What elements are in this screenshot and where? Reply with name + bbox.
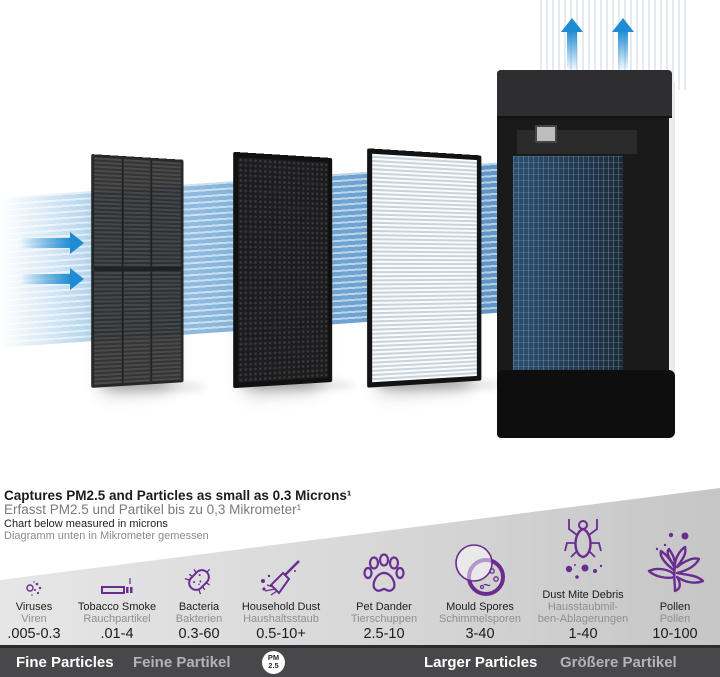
particle-name-de: Haushaltsstaub <box>243 613 319 625</box>
filter-shadow <box>95 382 205 392</box>
particle-size-range: 0.5-10+ <box>256 626 306 642</box>
pm-badge-top: PM <box>267 653 280 662</box>
purifier-display <box>535 125 557 143</box>
particle-dust-mite-debris: Dust Mite Debris Hausstaubmil- ben-Ablag… <box>532 515 634 643</box>
hepa-filter <box>367 148 482 388</box>
particle-pollen: Pollen Pollen 10-100 <box>640 531 710 643</box>
particle-name-en: Viruses <box>15 601 53 613</box>
particle-size-range: 1-40 <box>568 626 598 642</box>
airflow-in-arrow-icon <box>20 268 84 290</box>
particle-pet-dander: Pet Dander Tierschuppen 2.5-10 <box>342 553 426 643</box>
cigarette-icon <box>101 578 133 594</box>
airflow-out-arrow-icon <box>561 18 583 72</box>
pre-filter <box>91 154 184 388</box>
headline-title-de: Erfasst PM2.5 und Partikel bis zu 0,3 Mi… <box>4 502 302 517</box>
particle-name-de-line2: ben-Ablagerungen <box>537 613 629 625</box>
virus-icon <box>26 581 42 596</box>
particle-size-range: .01-4 <box>100 626 134 642</box>
product-illustration <box>0 0 697 438</box>
particle-name-de: Viren <box>21 613 47 625</box>
particle-bacteria: Bacteria Bakterien 0.3-60 <box>170 563 228 643</box>
petri-dish-icon <box>455 544 505 596</box>
particle-household-dust: Household Dust Haushaltsstaub 0.5-10+ <box>238 559 324 643</box>
particle-name-en: Dust Mite Debris <box>542 589 624 601</box>
particle-name-de: Tierschuppen <box>350 613 418 625</box>
particle-size-range: 0.3-60 <box>178 626 220 642</box>
headline-subtitle-de: Diagramm unten in Mikrometer gemessen <box>4 530 209 542</box>
headline-title-en: Captures PM2.5 and Particles as small as… <box>4 488 352 503</box>
airflow-out-arrow-icon <box>612 18 634 72</box>
headline-subtitle-en: Chart below measured in microns <box>4 518 168 530</box>
pm25-badge-icon: PM 2.5 <box>262 651 285 674</box>
filter-shadow <box>236 380 354 390</box>
particle-name-en: Bacteria <box>178 601 220 613</box>
pm-badge-bottom: 2.5 <box>268 661 279 670</box>
particle-size-range: 10-100 <box>652 626 698 642</box>
headline: Captures PM2.5 and Particles as small as… <box>4 488 351 542</box>
bacteria-icon <box>184 568 211 595</box>
particle-name-de: Hausstaubmil- <box>547 601 619 613</box>
particle-viruses: Viruses Viren .005-0.3 <box>4 579 64 643</box>
air-purifier-unit <box>497 70 697 438</box>
particle-name-en: Pollen <box>659 601 691 613</box>
filter-shadow <box>372 380 502 390</box>
particle-name-en: Pet Dander <box>356 601 412 613</box>
particle-name-de: Rauchpartikel <box>83 613 151 625</box>
particle-size-range: 3-40 <box>465 626 495 642</box>
particle-size-range: .005-0.3 <box>7 626 61 642</box>
particle-size-range: 2.5-10 <box>363 626 405 642</box>
broom-dust-icon <box>261 560 300 596</box>
purifier-base <box>497 370 675 438</box>
paw-icon <box>363 553 405 592</box>
particle-name-en: Household Dust <box>241 601 321 613</box>
carbon-filter <box>233 151 333 389</box>
purifier-filter-grille <box>513 156 623 371</box>
particle-tobacco-smoke: Tobacco Smoke Rauchpartikel .01-4 <box>76 575 158 643</box>
pollen-flower-icon <box>647 532 705 593</box>
larger-particles-label-en: Larger Particles <box>424 654 538 671</box>
fine-particles-label-en: Fine Particles <box>16 654 114 671</box>
particle-name-de: Pollen <box>659 613 691 625</box>
particle-name-de: Schimmelsporen <box>439 613 521 625</box>
particle-name-en: Tobacco Smoke <box>77 601 157 613</box>
particle-name-de: Bakterien <box>175 613 223 625</box>
dust-mite-icon <box>564 519 603 579</box>
particle-scale-bar: Fine Particles Feine Partikel PM 2.5 Lar… <box>0 645 720 677</box>
purifier-top <box>497 70 672 118</box>
particle-name-en: Mould Spores <box>446 601 514 613</box>
particle-size-chart: Viruses Viren .005-0.3 Tobacco Smoke Rau… <box>0 500 720 643</box>
fine-particles-label-de: Feine Partikel <box>133 654 231 671</box>
larger-particles-label-de: Größere Partikel <box>560 654 677 671</box>
airflow-in-arrow-icon <box>20 232 84 254</box>
particle-mould-spores: Mould Spores Schimmelsporen 3-40 <box>438 543 522 643</box>
